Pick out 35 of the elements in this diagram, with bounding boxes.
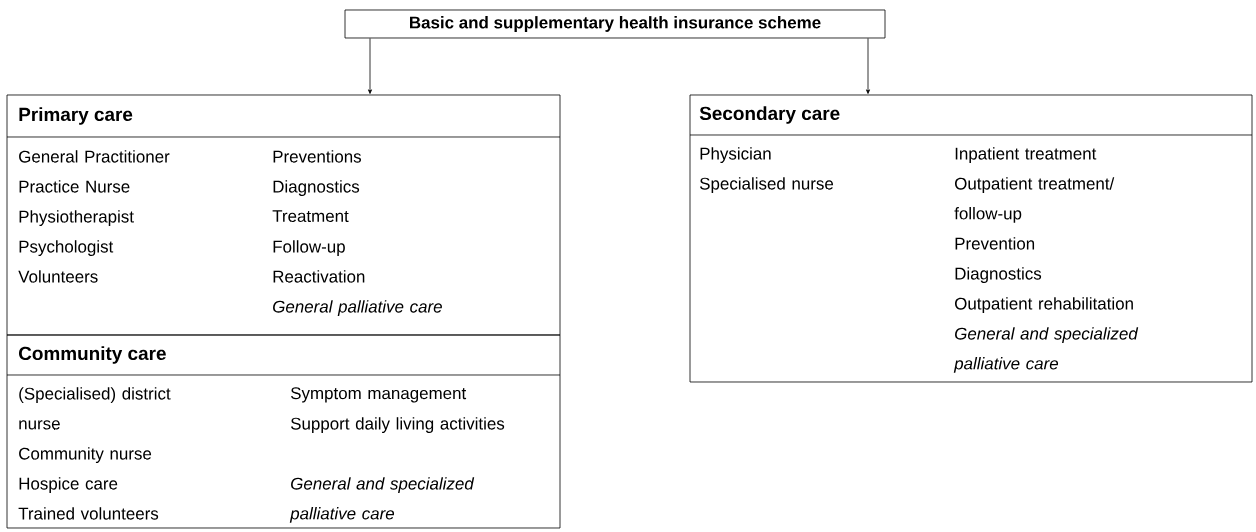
list-item: Psychologist: [19, 240, 114, 256]
list-item: Symptom management: [290, 387, 467, 403]
list-item: Preventions: [273, 150, 361, 163]
list-item: (Specialised) district nurse: [19, 387, 171, 430]
care-box: [689, 94, 1253, 383]
list-item: Reactivation: [273, 270, 365, 283]
list-item: Community nurse: [19, 447, 152, 463]
list-item: Physiotherapist: [19, 210, 134, 226]
box-heading: Community care: [19, 346, 166, 364]
box-heading: Primary care: [19, 107, 133, 125]
box-heading: Secondary care: [699, 106, 840, 124]
list-item: Treatment: [272, 210, 349, 222]
care-box: [6, 334, 561, 529]
list-item: Outpatient treatment/ follow-up: [954, 177, 1115, 223]
list-item: General Practitioner: [19, 150, 170, 163]
list-item: Diagnostics: [955, 267, 1042, 283]
arrow: [368, 38, 372, 94]
list-item: Specialised nurse: [699, 177, 834, 193]
list-item: Hospice care: [19, 477, 118, 493]
list-item: Outpatient rehabilitation: [955, 297, 1133, 313]
list-item: Volunteers: [18, 270, 98, 283]
list-item: General and specialized palliative care: [289, 477, 475, 523]
title-box: Basic and supplementary health insurance scheme: [344, 9, 886, 39]
list-item: Practice Nurse: [19, 180, 130, 193]
list-item: General and specialized palliative care: [953, 327, 1139, 373]
list-item: Physician: [700, 147, 771, 163]
list-item: Prevention: [955, 237, 1035, 250]
arrow: [866, 38, 870, 94]
list-item: Support daily living activities: [290, 417, 505, 433]
list-item: General palliative care: [273, 300, 442, 316]
list-item: Inpatient treatment: [955, 147, 1097, 163]
care-box: [6, 94, 561, 336]
list-item: Diagnostics: [273, 180, 360, 196]
list-item: Trained volunteers: [18, 507, 159, 520]
list-item: Follow-up: [273, 240, 345, 256]
